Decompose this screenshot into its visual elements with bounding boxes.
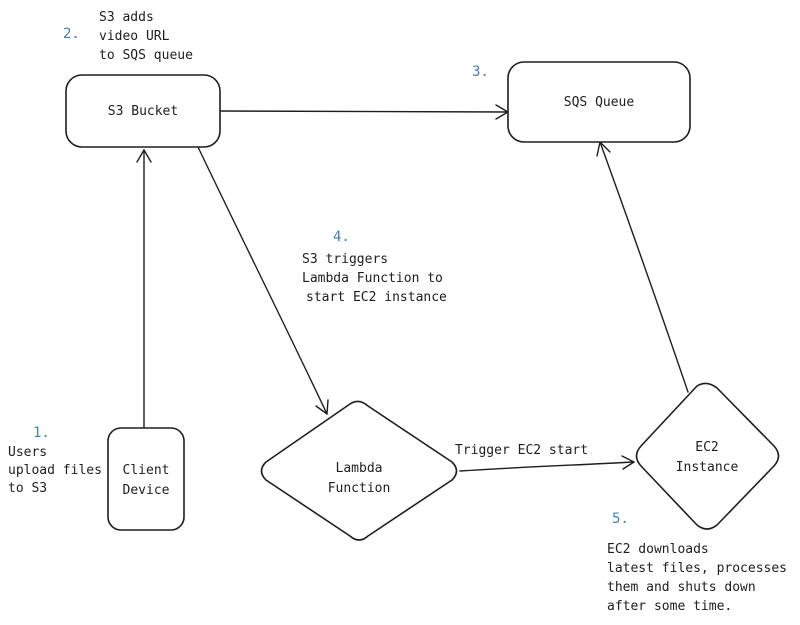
step-5-text-line-4: after some time. <box>607 599 732 614</box>
step-1-text-line-2: upload files <box>8 463 102 478</box>
step-5-text-line-2: latest files, processes <box>607 561 787 576</box>
edge-ec2-to-sqs <box>596 141 689 393</box>
step-4-text-line-3: start EC2 instance <box>306 290 447 305</box>
node-lambda-function-label-line-1: Lambda <box>336 461 383 476</box>
step-3-annotation: 3. <box>472 64 489 80</box>
step-2-text-line-1: S3 adds <box>99 10 154 25</box>
step-5-text-line-3: them and shuts down <box>607 580 756 595</box>
node-ec2-instance-label-line-2: Instance <box>676 460 739 475</box>
step-1-number: 1. <box>33 425 50 441</box>
step-4-number: 4. <box>333 229 350 245</box>
step-1-annotation: 1. Users upload files to S3 <box>8 425 102 496</box>
node-s3-bucket[interactable]: S3 Bucket <box>65 74 221 148</box>
step-2-text-line-2: video URL <box>99 29 170 44</box>
step-2-number: 2. <box>63 26 80 42</box>
node-lambda-function-label-line-2: Function <box>328 481 391 496</box>
node-sqs-queue[interactable]: SQS Queue <box>507 61 691 143</box>
edge-s3-to-lambda <box>197 146 329 415</box>
step-2-text-line-3: to SQS queue <box>99 48 193 63</box>
node-client-device-label-line-1: Client <box>123 463 170 478</box>
step-2-annotation: 2. S3 adds video URL to SQS queue <box>63 10 193 63</box>
step-1-text-line-3: to S3 <box>8 481 47 496</box>
node-client-device[interactable]: Client Device <box>107 427 185 531</box>
edge-label-trigger-ec2-start: Trigger EC2 start <box>455 443 588 458</box>
step-1-text-line-1: Users <box>8 445 47 460</box>
step-5-text-line-1: EC2 downloads <box>607 542 709 557</box>
step-5-annotation: 5. EC2 downloads latest files, processes… <box>607 511 787 614</box>
node-ec2-instance-label-line-1: EC2 <box>695 440 718 455</box>
step-4-text-line-2: Lambda Function to <box>302 271 443 286</box>
node-sqs-queue-label: SQS Queue <box>564 95 635 110</box>
node-client-device-label-line-2: Device <box>123 483 170 498</box>
step-4-annotation: 4. S3 triggers Lambda Function to start … <box>302 229 447 305</box>
edge-client-to-s3 <box>136 149 152 429</box>
step-4-text-line-1: S3 triggers <box>302 252 388 267</box>
node-lambda-function[interactable]: Lambda Function <box>260 400 458 541</box>
step-3-number: 3. <box>472 64 489 80</box>
node-ec2-instance[interactable]: EC2 Instance <box>635 382 780 530</box>
step-5-number: 5. <box>612 511 629 527</box>
node-s3-bucket-label: S3 Bucket <box>108 104 178 119</box>
edge-lambda-to-ec2 <box>459 455 635 472</box>
edge-s3-to-sqs <box>219 104 509 120</box>
